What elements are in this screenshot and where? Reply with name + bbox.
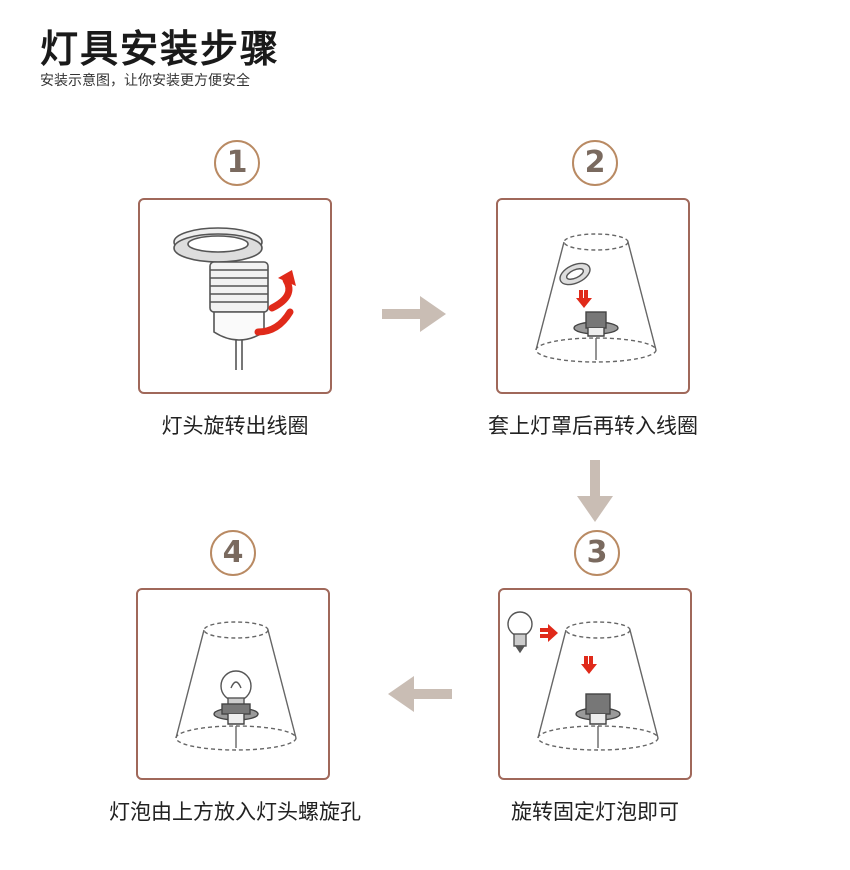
lampshade-icon [535,233,657,363]
light-bulb-icon [220,670,252,707]
step-3-number: 3 [574,530,620,576]
step-2-caption: 套上灯罩后再转入线圈 [488,414,698,438]
step-1-panel [138,198,332,394]
right-arrow-icon [540,624,558,642]
lamp-socket-icon [209,261,269,370]
lamp-socket-icon [573,311,619,337]
step-3-caption: 旋转固定灯泡即可 [511,800,679,824]
lampshade-icon [537,621,659,751]
right-arrow-icon [382,296,446,332]
down-arrow-icon [576,290,592,308]
page-subtitle: 安装示意图，让你安装更方便安全 [40,73,250,89]
lampshade-icon [175,621,297,751]
step-4-number: 4 [210,530,256,576]
step-3-panel [498,588,692,780]
lamp-socket-icon [575,693,621,725]
page-title: 灯具安装步骤 [40,27,281,71]
down-arrow-icon [581,656,597,674]
step-1-caption: 灯头旋转出线圈 [161,414,309,438]
step-4-panel [136,588,330,780]
step-2-panel [496,198,690,394]
lamp-socket-icon [213,703,259,725]
lamp-ring-icon [559,262,591,286]
step-1-number: 1 [214,140,260,186]
light-bulb-icon [507,611,533,654]
step-2-illustration [535,233,657,363]
lamp-ring-icon [173,227,263,263]
step-2-number: 2 [572,140,618,186]
step-1-illustration [173,227,296,370]
rotate-arrow-icon [268,276,293,312]
step-4-caption: 灯泡由上方放入灯头螺旋孔 [109,800,361,824]
left-arrow-icon [388,676,452,712]
down-arrow-icon [577,460,613,522]
step-4-illustration [175,621,297,751]
step-3-illustration [507,611,659,751]
